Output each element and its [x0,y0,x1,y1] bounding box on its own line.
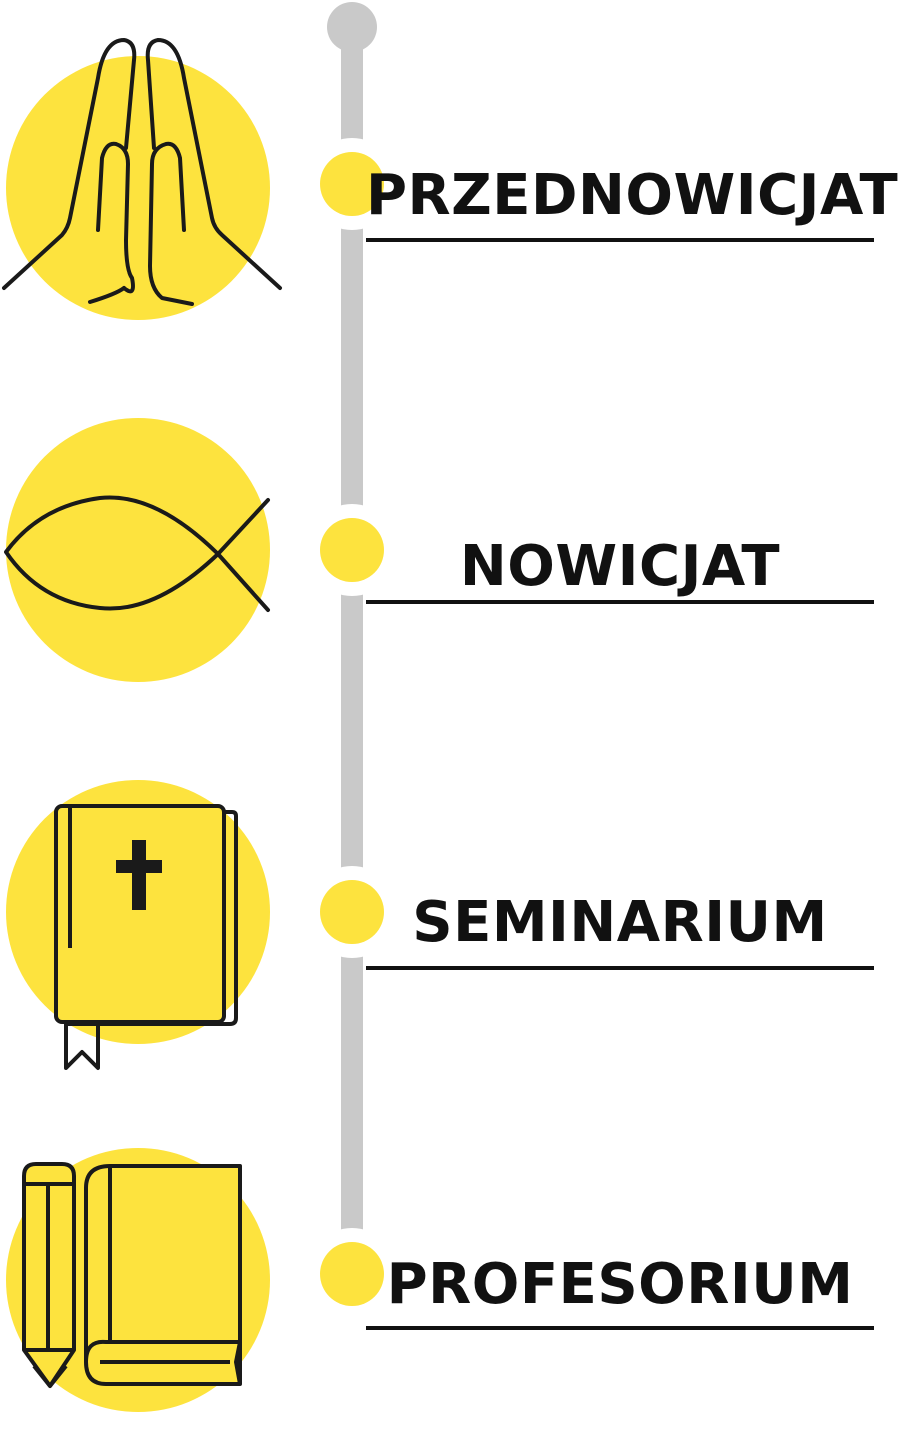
ichthys-fish-icon [0,402,300,702]
timeline-node [306,504,398,596]
stage-label: SEMINARIUM [412,890,828,955]
stage-label: NOWICJAT [459,534,781,599]
stage-nowicjat: NOWICJAT [0,402,912,702]
stage-seminarium: SEMINARIUM [0,768,912,1070]
timeline-node [306,1228,398,1320]
timeline-node [306,866,398,958]
stage-underline [366,600,874,604]
stage-underline [366,966,874,970]
timeline-node [306,138,398,230]
stage-underline [366,1326,874,1330]
praying-hands-icon [0,38,300,340]
stage-profesorium: PROFESORIUM [0,1130,912,1430]
bible-cross-icon [0,768,300,1070]
timeline-node-dot [320,1242,384,1306]
pencil-book-icon [0,1130,300,1430]
stage-underline [366,238,874,242]
stage-label: PROFESORIUM [386,1252,854,1317]
timeline-node-dot [320,518,384,582]
stage-przednowicjat: PRZEDNOWICJAT [0,38,912,340]
timeline-node-dot [320,152,384,216]
timeline-node-dot [320,880,384,944]
stage-label: PRZEDNOWICJAT [366,163,899,228]
